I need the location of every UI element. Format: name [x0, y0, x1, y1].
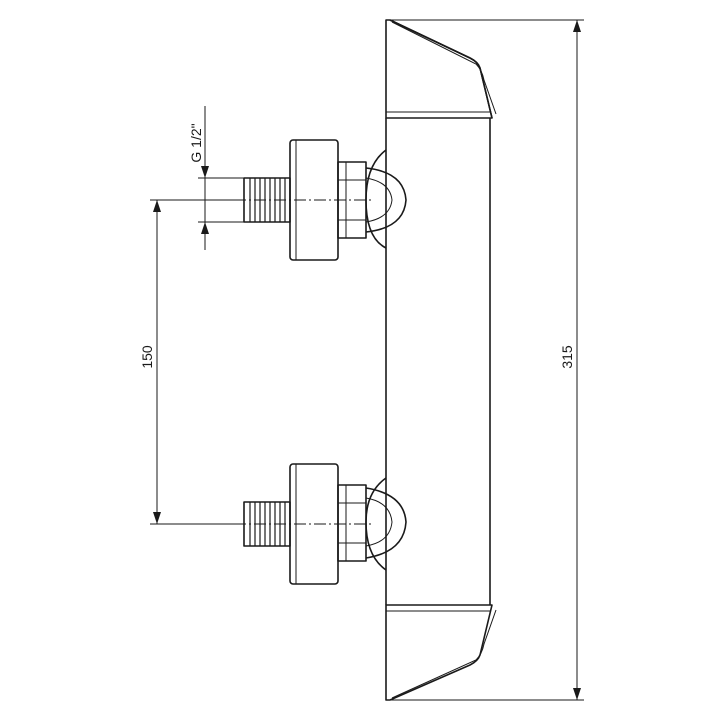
- thread-size-label: G 1/2": [188, 123, 204, 162]
- height-label: 315: [559, 345, 575, 369]
- height-dimension: 315: [386, 19, 584, 701]
- center-lines: [234, 199, 372, 525]
- mixer-body: [385, 118, 491, 605]
- spacing-dimension: 150: [139, 199, 244, 525]
- top-handle: [385, 19, 497, 119]
- thread-dimension: G 1/2": [188, 106, 244, 250]
- bottom-handle: [385, 604, 497, 701]
- spacing-label: 150: [139, 345, 155, 369]
